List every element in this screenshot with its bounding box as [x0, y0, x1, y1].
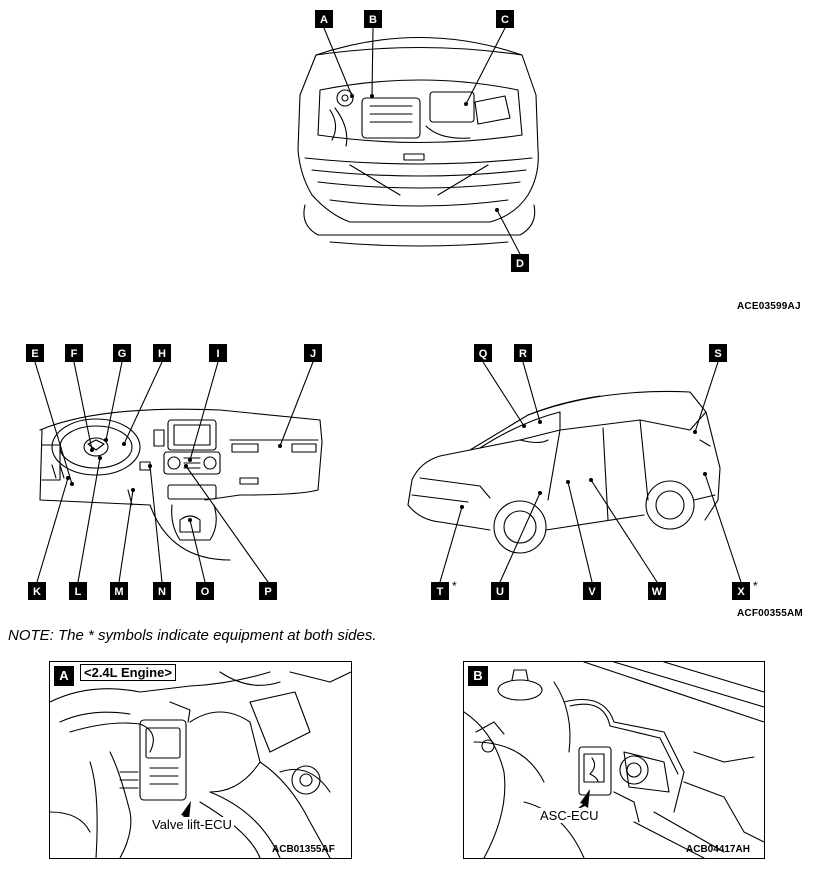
- vehicle-drawing: [407, 390, 721, 554]
- engine-variant-label: <2.4L Engine>: [80, 664, 176, 681]
- label-n: N: [158, 586, 166, 598]
- detail-a-illustration: [50, 671, 351, 858]
- label-t: T: [437, 586, 444, 598]
- label-o: O: [201, 586, 210, 598]
- vehicle-labels: Q R S T * U V W X *: [431, 344, 758, 600]
- label-w: W: [652, 586, 663, 598]
- detail-b-illustration: [464, 662, 764, 858]
- engine-compartment-drawing: [297, 37, 539, 247]
- label-i: I: [216, 348, 219, 360]
- label-v: V: [588, 586, 596, 598]
- label-a: A: [320, 14, 328, 26]
- asterisk-t: *: [452, 579, 457, 593]
- label-x: X: [737, 586, 745, 598]
- detail-b-panel: B ASC-ECU ACB04417AH: [463, 661, 765, 859]
- dash-labels: E F G H I J K L M N O P: [26, 344, 322, 600]
- label-g: G: [118, 348, 127, 360]
- valve-lift-ecu-label: Valve lift-ECU: [150, 817, 234, 832]
- location-diagram: A B C D E F G H I J K L M N O P Q: [26, 10, 758, 600]
- label-c: C: [501, 14, 509, 26]
- instrument-panel-drawing: [39, 408, 323, 561]
- detail-a-panel: A <2.4L Engine> Valve lift-ECU ACB01355A…: [49, 661, 352, 859]
- label-s: S: [714, 348, 721, 360]
- asc-ecu-label: ASC-ECU: [538, 808, 601, 823]
- label-q: Q: [479, 348, 488, 360]
- label-h: H: [158, 348, 166, 360]
- label-u: U: [496, 586, 504, 598]
- asterisk-x: *: [753, 579, 758, 593]
- label-r: R: [519, 348, 527, 360]
- engine-labels: A B C D: [315, 10, 529, 272]
- detail-b-figure-code: ACB04417AH: [686, 844, 750, 855]
- label-p: P: [264, 586, 271, 598]
- detail-b-tag: B: [468, 666, 488, 686]
- label-k: K: [33, 586, 41, 598]
- label-f: F: [71, 348, 78, 360]
- engine-figure-code: ACE03599AJ: [737, 301, 801, 312]
- label-d: D: [516, 258, 524, 270]
- vehicle-figure-code: ACF00355AM: [737, 608, 803, 619]
- label-j: J: [310, 348, 316, 360]
- detail-a-tag: A: [54, 666, 74, 686]
- label-b: B: [369, 14, 377, 26]
- label-m: M: [114, 586, 123, 598]
- label-l: L: [75, 586, 82, 598]
- label-e: E: [31, 348, 38, 360]
- detail-a-figure-code: ACB01355AF: [272, 844, 335, 855]
- note-text: NOTE: The * symbols indicate equipment a…: [8, 627, 377, 644]
